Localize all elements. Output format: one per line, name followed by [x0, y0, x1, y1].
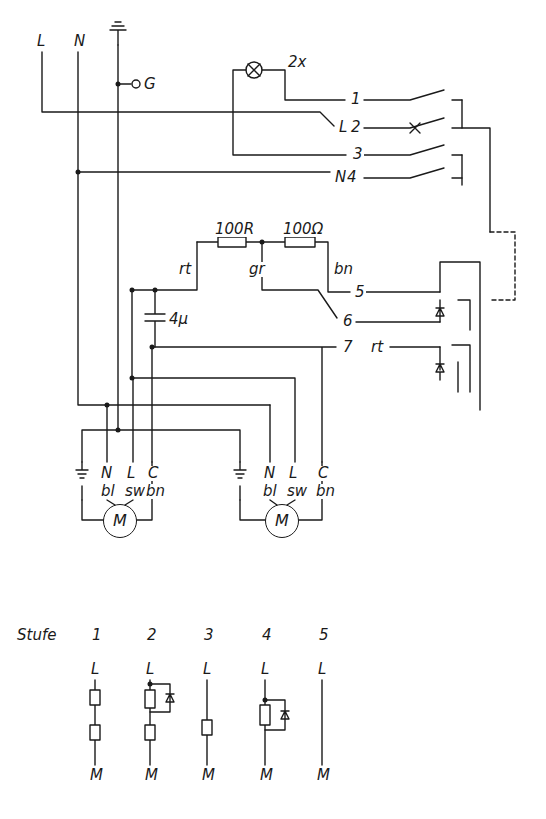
- stage-header: 1: [91, 628, 103, 643]
- terminal-number: 5: [354, 285, 366, 300]
- earth-symbol: [110, 22, 126, 45]
- supply-label: L: [36, 34, 46, 49]
- capacitor-value: 4µ: [168, 312, 189, 327]
- supply-label: N: [73, 34, 86, 49]
- resistor-symbol: [202, 720, 212, 735]
- motor-terminal-label: bn: [315, 484, 336, 499]
- earth-symbol: [234, 462, 246, 500]
- motor-terminal-label: sw: [286, 484, 308, 499]
- terminal-number: 4: [346, 170, 358, 185]
- cross-mark: [410, 123, 420, 133]
- resistor-symbol: [145, 725, 155, 740]
- stage-wire: [95, 680, 322, 765]
- switch-contact: [364, 168, 462, 178]
- motor-terminal-label: bn: [145, 484, 166, 499]
- terminal-number: 1: [350, 92, 362, 107]
- dashed-link: [490, 232, 515, 300]
- diode-symbol: [265, 700, 289, 730]
- stage-header: 5: [318, 628, 330, 643]
- switch-contact: [364, 90, 462, 100]
- motor-circle: M: [103, 504, 137, 538]
- stage-header: 4: [261, 628, 273, 643]
- resistor-symbol: [145, 690, 155, 708]
- stage-label: M: [316, 768, 331, 783]
- motor-terminal-label: L: [288, 466, 298, 481]
- stage-label: L: [145, 662, 155, 677]
- stage-label: L: [90, 662, 100, 677]
- motor-terminal-label: L: [126, 466, 136, 481]
- stage-label: L: [317, 662, 327, 677]
- resistor-symbol: [90, 725, 100, 740]
- wire: [152, 347, 336, 462]
- diode-symbol: [436, 300, 444, 322]
- wire: [233, 70, 346, 155]
- terminal-label: G: [143, 77, 157, 92]
- wire: [107, 405, 270, 462]
- motor-terminal-label: C: [317, 466, 329, 481]
- terminal-number: 3: [352, 147, 364, 162]
- stage-label: M: [201, 768, 216, 783]
- switch-contact: [452, 300, 470, 392]
- stage-label: M: [259, 768, 274, 783]
- resistor-value: 100Ω: [282, 222, 324, 237]
- resistor-symbol: [285, 237, 315, 247]
- motor-label: M: [275, 513, 289, 529]
- stage-label: L: [202, 662, 212, 677]
- wire: [78, 52, 270, 405]
- motor-terminal-label: N: [263, 466, 276, 481]
- wire-colour: rt: [178, 262, 192, 277]
- terminal-number: 2: [350, 120, 362, 135]
- diode-symbol: [436, 347, 444, 380]
- capacitor-symbol: [145, 290, 165, 347]
- wire: [356, 292, 440, 347]
- resistor-value: 100R: [214, 222, 255, 237]
- wire: [82, 430, 240, 462]
- stage-header: 3: [203, 628, 215, 643]
- wire: [197, 242, 350, 292]
- junction-dots: [76, 82, 268, 703]
- motor-terminal-label: C: [147, 466, 159, 481]
- motor-terminal-label: sw: [124, 484, 146, 499]
- stage-label: M: [89, 768, 104, 783]
- diode-symbol: [150, 684, 174, 712]
- switch-block: [440, 262, 480, 410]
- wire: [462, 100, 490, 232]
- stage-header: Stufe: [16, 628, 57, 643]
- motor-terminal-label: bl: [262, 484, 278, 499]
- wire-colour: gr: [248, 262, 266, 277]
- earth-symbol: [76, 462, 88, 500]
- resistor-symbol: [90, 690, 100, 705]
- wire: [78, 171, 330, 172]
- motor-terminal-label: bl: [100, 484, 116, 499]
- terminal-number: 7: [342, 340, 354, 355]
- switch-contact: [364, 145, 462, 155]
- motor-label: M: [113, 513, 127, 529]
- wire-colour: rt: [370, 340, 384, 355]
- lamp-symbol: [246, 62, 262, 78]
- motor-circle: M: [265, 504, 299, 538]
- wire: [262, 242, 337, 318]
- resistor-symbol: [260, 705, 270, 725]
- motor-terminal-label: N: [100, 466, 113, 481]
- resistor-symbol: [218, 237, 246, 247]
- stage-label: L: [260, 662, 270, 677]
- stage-header: 2: [146, 628, 158, 643]
- wire-colour: bn: [333, 262, 354, 277]
- lamp-symbol: [248, 64, 260, 76]
- wire: [132, 242, 197, 378]
- terminal: [132, 80, 140, 88]
- terminal-label: L: [338, 120, 348, 135]
- wire: [42, 52, 334, 126]
- stage-label: M: [144, 768, 159, 783]
- lamp-label: 2x: [287, 55, 307, 70]
- terminal-number: 6: [342, 314, 354, 329]
- wire: [118, 45, 131, 430]
